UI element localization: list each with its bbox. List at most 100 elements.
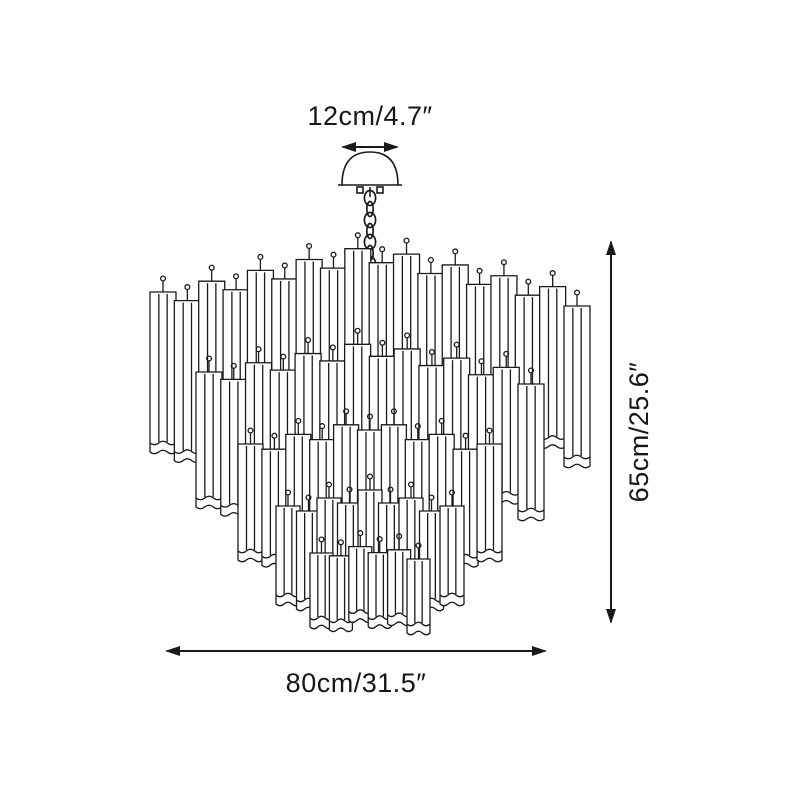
prism-hook-icon [346,486,353,493]
height-dimension: 65cm/25.6″ [606,240,654,624]
prism-hook-icon [354,232,361,239]
prism-hook-icon [414,423,421,430]
prism-hook-icon [329,344,336,351]
prism-hook-icon [305,336,312,344]
chain-link [363,233,377,251]
prism-hook-icon [407,481,415,488]
prism-hook-icon [319,423,326,430]
height-label: 65cm/25.6″ [624,362,654,503]
prism-hook-icon [403,237,410,244]
prism-hook-icon [448,489,456,496]
prism-tube [173,284,202,463]
prism-hook-icon [208,264,215,271]
width-dimension: 80cm/31.5″ [165,646,547,698]
prism-outline [237,443,264,563]
prism-hook-icon [462,432,469,439]
prism-hook-icon [390,408,397,415]
prism-outline [517,383,545,522]
prism-outline [367,551,392,629]
width-dimension-arrow-right [532,646,547,656]
prism-wave-band [328,618,353,624]
width-dimension-arrow-left [165,646,180,656]
chain-link [365,222,375,240]
prism-hook-icon [404,332,411,339]
prism-hook-icon [343,408,350,415]
prism-hook-icon [233,273,240,280]
width-label: 80cm/31.5″ [286,668,427,698]
prism-hook-icon [257,253,264,260]
prism-wave-band [406,621,431,627]
prism-hook-icon [415,542,422,549]
prism-outline [563,305,591,469]
height-dimension-arrow-top [606,240,616,255]
prism-hook-icon [453,341,460,348]
prism-tube [439,489,465,607]
prism-hook-icon [337,539,344,546]
prism-hook-icon [281,262,288,269]
prism-hook-icon [387,486,394,493]
top-dimension: 12cm/4.7″ [307,101,432,152]
prism-outline [439,505,465,607]
prism-tube [367,536,392,629]
prism-wave-band [563,454,591,460]
prism-hook-icon [376,536,383,543]
prism-hook-icon [503,350,510,357]
height-dimension-arrow-bottom [606,609,616,624]
prism-hook-icon [452,248,459,255]
prism-outline [195,371,223,510]
prism-wave-band [439,592,465,598]
prism-hook-icon [366,473,374,480]
prism-hook-icon [549,270,556,277]
prism-hook-icon [486,427,493,434]
top-dimension-arrow-left [341,142,356,152]
prism-tube [237,427,264,563]
prism-hook-icon [379,246,386,253]
prism-hook-icon [428,494,435,501]
prism-hook-icon [280,353,287,360]
prism-hook-icon [427,256,434,264]
prism-hook-icon [366,413,374,420]
prism-hook-icon [428,348,435,356]
prism-tube [476,427,503,563]
prism-hook-icon [438,417,445,424]
prism-hook-icon [271,432,278,439]
prism-tube [275,489,301,607]
prism-hook-icon [284,489,292,496]
chain-link [365,200,375,218]
prism-hook-icon [306,242,313,250]
prism-hook-icon [325,481,333,488]
prism-hook-icon [330,251,337,258]
prism-tube [149,275,177,455]
prism-hook-icon [184,284,191,291]
prism-outline [476,443,503,563]
chandelier-body [149,232,591,636]
prism-hook-icon [247,427,254,434]
prism-wave-band [237,548,264,554]
canopy-dome [341,151,399,186]
prism-tube [563,289,591,469]
prism-hook-icon [525,278,532,285]
prism-outline [406,558,431,636]
prism-hook-icon [500,259,507,266]
prism-hook-icon [396,533,403,540]
top-dimension-arrow-right [384,142,399,152]
prism-hook-icon [527,367,535,374]
prism-hook-icon [318,536,325,543]
prism-wave-band [476,548,503,554]
prism-tube [195,355,223,510]
chain-link [363,189,377,207]
prism-hook-icon [305,494,312,501]
prism-tube [328,539,354,633]
prism-wave-band [149,440,177,446]
prism-wave-band [195,495,223,501]
prism-outline [149,291,177,455]
ceiling-canopy [338,151,402,197]
prism-hook-icon [159,275,167,282]
prism-wave-band [517,507,545,513]
prism-outline [328,555,354,633]
prism-tube [517,367,545,522]
prism-hook-icon [295,417,302,424]
canopy-screw-right [376,186,384,194]
